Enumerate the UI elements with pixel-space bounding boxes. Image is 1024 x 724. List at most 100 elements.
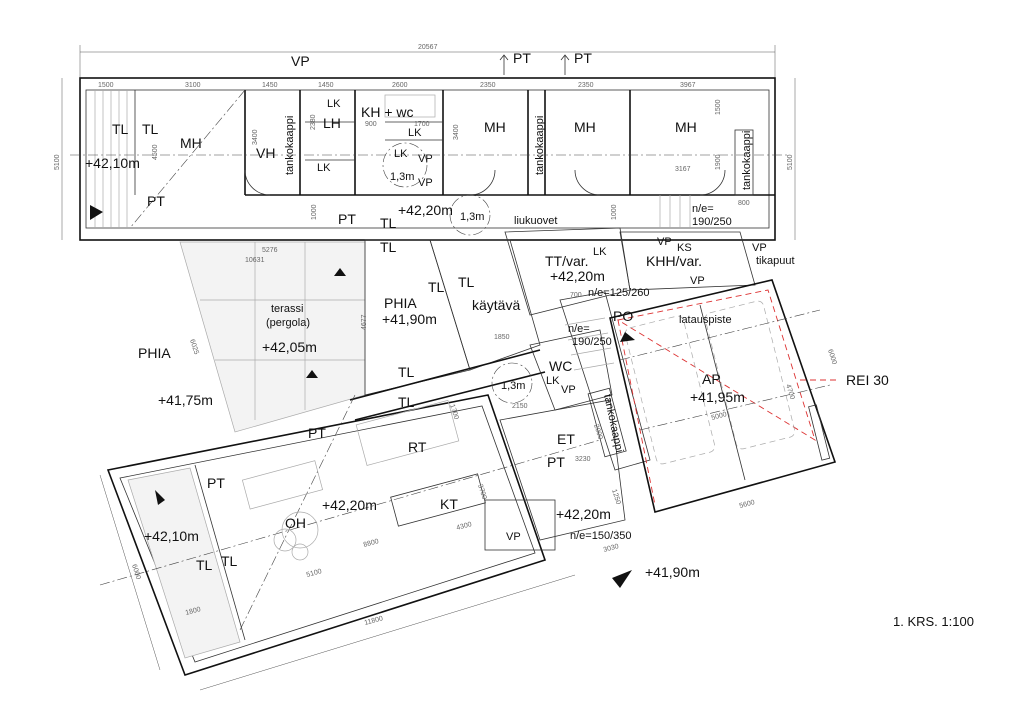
- elevation-triangle-icon: [306, 370, 318, 378]
- dimension: 3030: [603, 543, 620, 554]
- label: 1,3m: [460, 211, 484, 223]
- label: VH: [256, 145, 275, 161]
- dimension: 1000: [311, 204, 318, 220]
- dimension: 3967: [680, 82, 696, 89]
- label: VP: [561, 384, 576, 396]
- label: KT: [440, 496, 458, 512]
- dimension: 900: [365, 121, 377, 128]
- label: n/e=: [568, 323, 590, 335]
- label: TL: [142, 121, 159, 137]
- dimension: 6000: [130, 563, 142, 580]
- dimension: 4500: [152, 144, 159, 160]
- dimension: 6025: [188, 338, 200, 355]
- label: VP: [690, 275, 705, 287]
- dimension: 1850: [494, 334, 510, 341]
- label: PT: [147, 193, 165, 209]
- label: VP: [657, 236, 672, 248]
- label: PT: [308, 425, 326, 441]
- dimension: 8800: [363, 538, 380, 549]
- elevation-triangle-icon: [155, 490, 165, 505]
- dimension: 2380: [310, 114, 317, 130]
- dimension: 1500: [98, 82, 114, 89]
- label: MH: [484, 119, 506, 135]
- label: VP: [418, 153, 433, 165]
- label: +41,90m: [645, 564, 700, 580]
- dimension: 2350: [578, 82, 594, 89]
- label: OH: [285, 515, 306, 531]
- label: 1,3m: [390, 171, 414, 183]
- dimension: 10631: [245, 257, 265, 264]
- label: LK: [394, 148, 408, 160]
- label: RT: [408, 439, 427, 455]
- label: +42,10m: [85, 155, 140, 171]
- label: TL: [380, 239, 397, 255]
- dimension: 1500: [715, 99, 722, 115]
- service-block: [491, 227, 756, 541]
- dimension: 4677: [361, 314, 368, 330]
- garage: [609, 279, 840, 513]
- dimension: 1700: [414, 121, 430, 128]
- label: latauspiste: [679, 314, 732, 326]
- dimension: 5000: [711, 411, 728, 422]
- dimension: 5100: [306, 568, 323, 579]
- dimension: 3167: [675, 166, 691, 173]
- label: PT: [513, 50, 531, 66]
- dimension-lines: [61, 45, 796, 691]
- label: MH: [180, 135, 202, 151]
- dimension: 1450: [318, 82, 334, 89]
- dimension: 6000: [826, 348, 838, 365]
- label: n/e=: [692, 203, 714, 215]
- dimension: 1250: [610, 488, 622, 505]
- dimension: 20567: [418, 44, 438, 51]
- label: 190/250: [572, 336, 612, 348]
- label: liukuovet: [514, 215, 557, 227]
- elevation-triangle-icon: [334, 268, 346, 276]
- dimension: 1450: [262, 82, 278, 89]
- label: KH + wc: [361, 104, 414, 120]
- label: n/e=125/260: [588, 287, 649, 299]
- elevation-markers: [90, 54, 635, 588]
- elevation-triangle-icon: [620, 332, 635, 342]
- label: ET: [557, 431, 575, 447]
- label: 190/250: [692, 216, 732, 228]
- label: MH: [675, 119, 697, 135]
- dimension: 11800: [364, 615, 384, 627]
- label: (pergola): [266, 317, 310, 329]
- dimension-labels: 20567 1500 3100 1450 1450 2600 2350 2350…: [54, 44, 838, 627]
- label: VP: [418, 177, 433, 189]
- dimension: 5100: [54, 154, 61, 170]
- label: +42,10m: [144, 528, 199, 544]
- dimension: 2000: [592, 423, 604, 440]
- middle-section: [179, 239, 546, 433]
- elevation-triangle-icon: [90, 205, 103, 220]
- label: LK: [593, 246, 607, 258]
- label: n/e=150/350: [570, 530, 631, 542]
- label: WC: [549, 358, 572, 374]
- label: tikapuut: [756, 255, 795, 267]
- label: KHH/var.: [646, 253, 702, 269]
- label: terassi: [271, 303, 303, 315]
- label: TL: [380, 215, 397, 231]
- label: LH: [323, 115, 341, 131]
- dimension: 1000: [611, 204, 618, 220]
- label: TL: [221, 553, 238, 569]
- label: +41,95m: [690, 389, 745, 405]
- label: TL: [398, 394, 415, 410]
- dimension: 2150: [512, 403, 528, 410]
- room-labels: TL TL MH +42,10m PT VH tankokaappi LK LH…: [85, 50, 974, 629]
- dimension: 800: [738, 200, 750, 207]
- label: 1,3m: [501, 380, 525, 392]
- label: TT/var.: [545, 253, 589, 269]
- dimension: 2600: [392, 82, 408, 89]
- dimension: 5100: [787, 154, 794, 170]
- label: AP: [702, 371, 721, 387]
- label: TL: [112, 121, 129, 137]
- label: tankokaappi: [534, 116, 546, 175]
- dimension: 3400: [453, 124, 460, 140]
- dimension: 1700: [448, 403, 460, 420]
- dimension: 3700: [476, 483, 488, 500]
- label: LK: [408, 127, 422, 139]
- label: +42,20m: [322, 497, 377, 513]
- dimension: 3100: [185, 82, 201, 89]
